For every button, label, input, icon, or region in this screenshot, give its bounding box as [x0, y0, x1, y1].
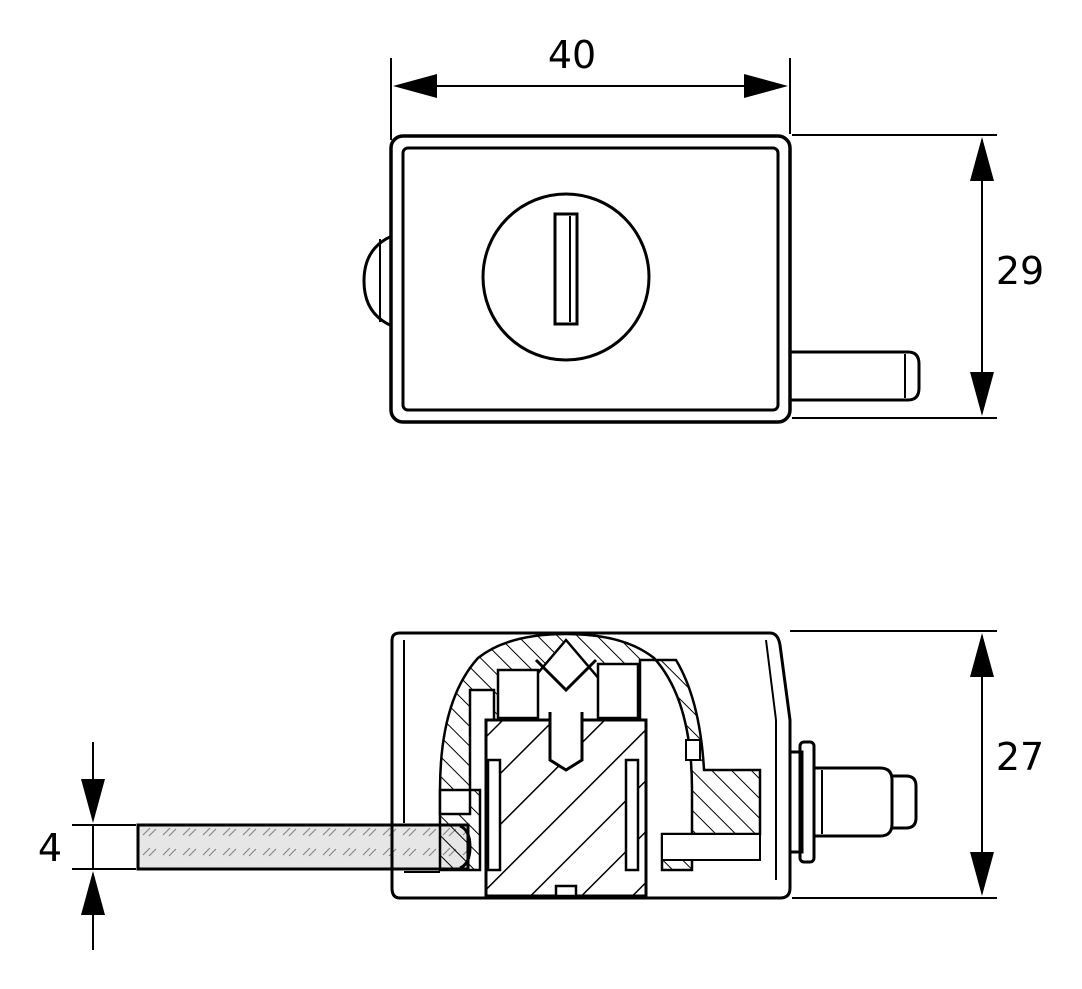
width-dimension [390, 58, 791, 140]
side-view [136, 631, 918, 900]
side-bolt [788, 740, 918, 864]
height-top-dimension [792, 134, 997, 419]
lock-body-outer [389, 134, 792, 424]
height-side-dimension [790, 630, 997, 899]
housing-outer [390, 631, 792, 900]
keyway-slot [553, 212, 579, 326]
glass-thickness-label: 4 [38, 826, 62, 870]
top-view [362, 134, 921, 424]
lock-body-inner [401, 146, 780, 412]
glass-thickness-dimension [72, 742, 136, 950]
glass-panel [136, 823, 470, 871]
bolt-pin [790, 350, 921, 402]
height-side-label: 27 [996, 735, 1044, 779]
key-cylinder [481, 192, 651, 362]
width-label: 40 [548, 33, 596, 77]
left-knob [362, 234, 393, 328]
height-top-label: 29 [996, 249, 1044, 293]
